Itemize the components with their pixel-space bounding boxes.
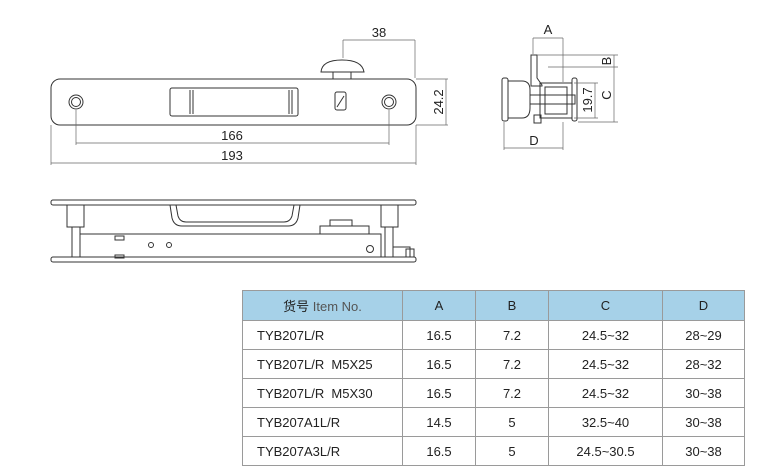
cell-item: TYB207A3L/R [242, 436, 403, 466]
cell-d: 28~29 [662, 320, 745, 350]
technical-drawing: 38 24.2 166 193 A B C [50, 22, 618, 263]
cell-item: TYB207L/R M5X25 [242, 349, 403, 379]
key-indicator [334, 91, 347, 111]
knob [320, 59, 365, 73]
cell-b: 5 [475, 436, 549, 466]
cell-b: 7.2 [475, 349, 549, 379]
dim-19-7: 19.7 [580, 87, 595, 112]
label-c: C [599, 90, 614, 99]
side-view [50, 199, 417, 263]
table-header: 货号 Item No. A B C D [242, 290, 745, 321]
handle-recess [169, 87, 299, 117]
cell-a: 14.5 [402, 407, 476, 437]
screw-hole-left [68, 94, 84, 110]
header-item: 货号 Item No. [242, 290, 403, 321]
cell-c: 24.5~32 [548, 378, 663, 408]
cell-item: TYB207L/R [242, 320, 403, 350]
cell-b: 7.2 [475, 378, 549, 408]
header-item-cn: 货号 [283, 299, 310, 314]
cell-a: 16.5 [402, 320, 476, 350]
label-a: A [544, 22, 553, 37]
header-d: D [662, 290, 745, 321]
header-a: A [402, 290, 476, 321]
top-view [50, 39, 448, 165]
dim-knob: 38 [372, 25, 386, 40]
header-b: B [475, 290, 549, 321]
header-c: C [548, 290, 663, 321]
cell-a: 16.5 [402, 349, 476, 379]
cell-d: 30~38 [662, 407, 745, 437]
cell-c: 32.5~40 [548, 407, 663, 437]
cell-b: 7.2 [475, 320, 549, 350]
cell-b: 5 [475, 407, 549, 437]
cell-d: 28~32 [662, 349, 745, 379]
dim-overall: 193 [221, 148, 243, 163]
cell-d: 30~38 [662, 436, 745, 466]
label-d: D [529, 133, 538, 148]
screw-hole-right [381, 94, 397, 110]
cell-c: 24.5~32 [548, 349, 663, 379]
cell-a: 16.5 [402, 436, 476, 466]
dim-holes: 166 [221, 128, 243, 143]
cell-c: 24.5~30.5 [548, 436, 663, 466]
cell-item: TYB207A1L/R [242, 407, 403, 437]
label-b: B [599, 57, 614, 66]
end-view [501, 37, 618, 150]
header-item-en: Item No. [312, 299, 362, 314]
face-plate [50, 78, 417, 126]
cell-item: TYB207L/R M5X30 [242, 378, 403, 408]
cell-a: 16.5 [402, 378, 476, 408]
cell-d: 30~38 [662, 378, 745, 408]
dim-height: 24.2 [431, 89, 446, 114]
cell-c: 24.5~32 [548, 320, 663, 350]
